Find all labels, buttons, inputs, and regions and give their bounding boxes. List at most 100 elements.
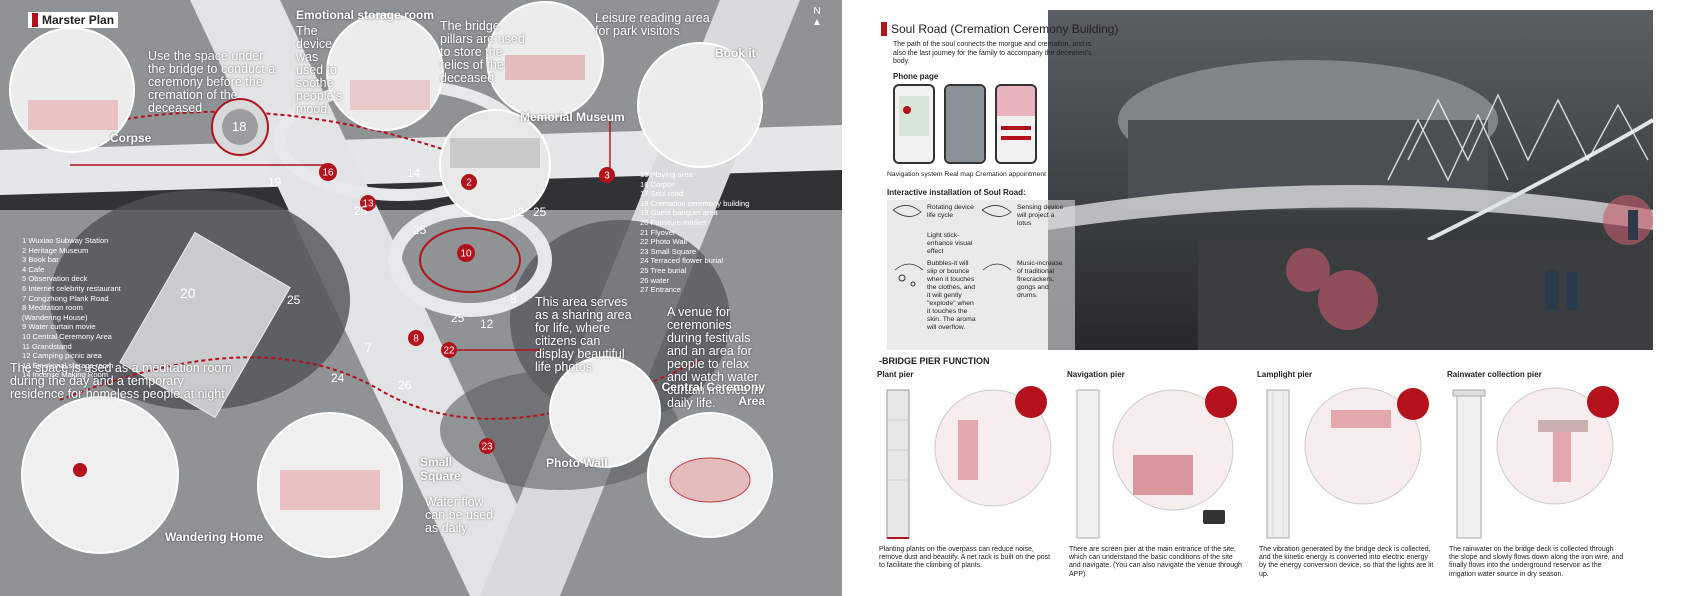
marker-16: 16 [322, 168, 334, 179]
zone-numbers: 18 19 20 25 25 25 25 12 12 14 24 26 25 8… [180, 119, 547, 392]
marker-13: 13 [362, 199, 374, 210]
marker-3: 3 [604, 171, 610, 182]
main-road [0, 125, 842, 195]
memorial-museum-label: Memorial Museum [520, 110, 625, 124]
legend-item: 25 Tree burial [640, 265, 687, 275]
plant-pier-illustration [886, 386, 1052, 539]
interactive-item-light-stick: Light stick-enhance visual effect [927, 232, 973, 255]
pier-description: There are screen pier at the main entran… [1069, 546, 1242, 578]
zone-number: 25 [533, 205, 547, 219]
meditation-note: The space is used as a meditation room d… [10, 361, 232, 401]
legend-item: 23 Small Square [640, 246, 697, 256]
legend-item: 18 Cremation ceremony building [640, 198, 750, 208]
legend-item: 16 Corpse [640, 179, 676, 189]
legend-item: 3 Book bar [22, 255, 59, 265]
interactive-item-sensing: Sensing device will project a lotus [1017, 204, 1064, 227]
zone-number: 25 [413, 223, 427, 237]
pier-navigation: Navigation pier There are screen pier at… [1063, 370, 1249, 596]
rainwater-pier-illustration [1452, 386, 1619, 539]
legend-item: 5 Observation deck [22, 274, 88, 284]
master-plan-panel: 16 2 3 13 10 8 22 23 18 19 20 25 25 25 2… [0, 0, 842, 596]
master-plan-title: Marster Plan [28, 12, 119, 28]
legend-item: 11 Grandstand [22, 341, 72, 351]
numbered-markers: 16 2 3 13 10 8 22 23 [319, 163, 615, 454]
soul-road-header: Soul Road (Cremation Ceremony Building) … [873, 10, 1653, 350]
legend-item: 19 Guest banquet area [640, 208, 718, 218]
pier-lamplight: Lamplight pier The vibration generated b… [1253, 370, 1439, 596]
zone-number: 12 [511, 205, 525, 219]
zone-number: 12 [480, 317, 494, 331]
pier-name: Plant pier [877, 370, 914, 379]
leisure-reading-note: Leisure reading area for park visitors [595, 11, 710, 38]
venue-note: A venue for ceremonies during festivals … [667, 305, 761, 410]
north-label: N [813, 6, 821, 17]
legend-item: 4 Cafe [22, 264, 45, 274]
legend-item: 2 Heritage Museum [22, 245, 89, 255]
legend-item: 7 Congzhong Plank Road [22, 293, 109, 303]
pier-description: Planting plants on the overpass can redu… [879, 546, 1051, 570]
legend-item: 10 Central Ceremony Area [22, 331, 112, 341]
zone-number: 24 [331, 371, 345, 385]
wandering-home-label: Wandering Home [165, 530, 264, 544]
small-square-label: Small Square [420, 455, 461, 483]
lamplight-pier-illustration [1266, 387, 1429, 539]
title-marker [32, 13, 38, 27]
legend-item: 17 Soul road [640, 189, 684, 199]
corpse-label: Corpse [110, 131, 152, 145]
legend-item: 15 Playing area [640, 170, 693, 179]
phone-real-map-screen [944, 84, 986, 164]
marker-23: 23 [481, 442, 493, 453]
vignette-circles [9, 1, 773, 558]
zone-number: 20 [180, 285, 196, 301]
soul-road-title-text: Soul Road (Cremation Ceremony Building) [891, 22, 1119, 36]
bridge-pillars-note: The bridge pillars are used to store the… [440, 19, 525, 85]
master-plan-title-text: Marster Plan [42, 13, 115, 27]
interactive-item-rotating: Rotating device life cycle [927, 204, 974, 219]
pier-rainwater: Rainwater collection pier The rainwater … [1443, 370, 1629, 596]
legend-item: 1 Wuxiao Subway Station [22, 236, 109, 245]
emotional-storage-label: Emotional storage room [296, 8, 435, 22]
zone-number: 14 [407, 166, 421, 180]
interactive-item-bubbles: Bubbles-it will slip or bounce when it t… [927, 260, 976, 331]
phone-navigation-screen [893, 84, 935, 164]
zone-number: 19 [268, 175, 282, 189]
zone-number: 25 [451, 311, 465, 325]
soul-road-intro: The path of the soul connects the morgue… [893, 41, 1092, 65]
photo-wall-label: Photo Wall [546, 456, 608, 470]
bridge-render-image [1048, 10, 1653, 350]
bridge-pier-function-title: -BRIDGE PIER FUNCTION [879, 356, 990, 366]
legend-item: 24 Terraced flower burial [640, 256, 724, 266]
phone-appointment-screen [995, 84, 1037, 164]
legend-item: 26 water [640, 275, 670, 285]
legend-item: 14 Incense Making Room [22, 370, 109, 380]
phone-mockups [893, 84, 1037, 164]
legend-item: 9 Water curtain movie [22, 322, 96, 332]
pier-plant: Plant pier Planting plants on the overpa… [873, 370, 1059, 596]
pier-name: Lamplight pier [1257, 370, 1313, 379]
marker-10: 10 [460, 249, 472, 260]
phone-page-label: Phone page [893, 72, 939, 81]
pier-description: The vibration generated by the bridge de… [1259, 546, 1434, 578]
navigation-pier-illustration [1076, 386, 1237, 539]
master-plan-map: 16 2 3 13 10 8 22 23 18 19 20 25 25 25 2… [0, 0, 842, 596]
soul-road-title: Soul Road (Cremation Ceremony Building) [881, 22, 1118, 36]
legend-item: 6 Internet celebrity restaurant [22, 283, 121, 293]
zone-number: 25 [354, 204, 368, 218]
soul-road-panel: Soul Road (Cremation Ceremony Building) … [873, 0, 1685, 596]
legend-item: 13 Emotional storage room [22, 360, 114, 370]
furniture-market-block [119, 231, 291, 419]
pier-description: The rainwater on the bridge deck is coll… [1449, 546, 1624, 578]
interactive-item-music: Music-increase of traditional firecracke… [1017, 260, 1063, 299]
interactive-installation-panel: Rotating device life cycle Sensing devic… [887, 200, 1075, 350]
north-arrow-icon: N ▲ [812, 6, 822, 28]
zone-number: 7 [365, 341, 372, 355]
water-flow-note: Water flow can be used as daily [425, 495, 494, 535]
title-marker [881, 22, 887, 36]
marker-8: 8 [413, 334, 419, 345]
pier-name: Rainwater collection pier [1447, 370, 1542, 379]
interactive-installation-title: Interactive installation of Soul Road: [887, 188, 1026, 197]
bridge-space-note: Use the space under the bridge to conduc… [148, 49, 276, 115]
legend-item: 8 Meditation room [22, 303, 83, 313]
